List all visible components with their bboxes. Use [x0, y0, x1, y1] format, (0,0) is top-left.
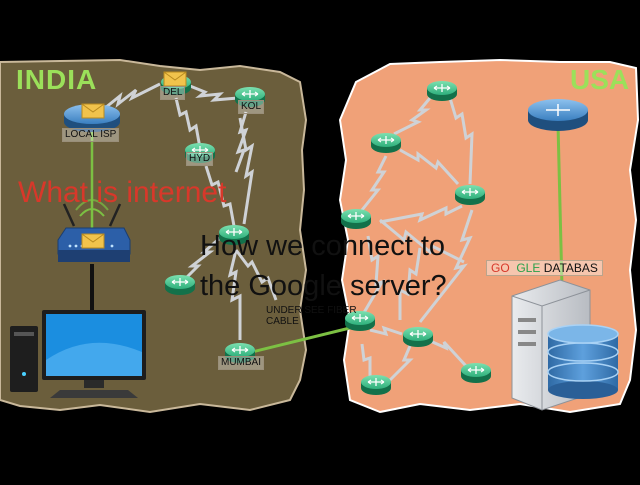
- db-label-suffix: DATABAS: [543, 261, 598, 275]
- router-icon: [460, 362, 492, 384]
- envelope-icon: [81, 103, 105, 119]
- router-icon: [370, 132, 402, 154]
- usa-links: [360, 97, 474, 382]
- router-icon: [528, 99, 588, 131]
- undersea-cable: [251, 324, 359, 354]
- router-icon: [454, 184, 486, 206]
- local-isp-label: LOCAL ISP: [62, 128, 120, 142]
- router-icon: [360, 374, 392, 396]
- undersea-cable-label: UNDER SEE FIBER CABLE: [266, 305, 357, 327]
- question-line-2: the Google server?: [200, 270, 447, 302]
- db-label-prefix: GO: [491, 261, 510, 275]
- city-label-mumbai: MUMBAI: [218, 356, 264, 370]
- envelope-icon: [81, 233, 105, 249]
- india-links: [104, 82, 278, 340]
- wifi-router-icon: [57, 199, 131, 262]
- db-label-mid: GLE: [516, 261, 541, 275]
- city-label-hyd: HYD: [186, 152, 214, 166]
- question-line-1: How we connect to: [200, 230, 446, 262]
- router-icon: [164, 274, 196, 296]
- database-icon: [547, 324, 619, 399]
- city-label-del: DEL: [160, 86, 186, 100]
- city-label-kol: KOL: [238, 100, 265, 114]
- region-title-usa: USA: [570, 64, 630, 95]
- envelope-icon: [163, 71, 187, 87]
- google-database-label: GO GLE DATABAS: [486, 260, 603, 276]
- question-google-server: How we connect to the Google server?: [200, 226, 540, 306]
- question-what-is-internet: What is internet: [18, 176, 227, 209]
- region-title-india: INDIA: [16, 64, 98, 95]
- desktop-computer-icon: [10, 310, 146, 398]
- router-icon: [426, 80, 458, 102]
- router-icon: [402, 326, 434, 348]
